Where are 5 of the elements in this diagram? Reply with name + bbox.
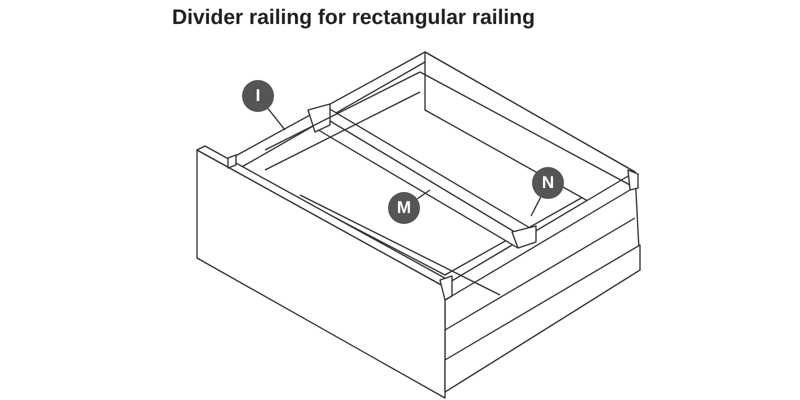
diagram-title: Divider railing for rectangular railing bbox=[172, 6, 535, 30]
leader-line bbox=[530, 196, 542, 216]
leader-line bbox=[416, 189, 430, 200]
leader-line bbox=[267, 108, 286, 130]
callout-letter: I bbox=[242, 80, 274, 112]
